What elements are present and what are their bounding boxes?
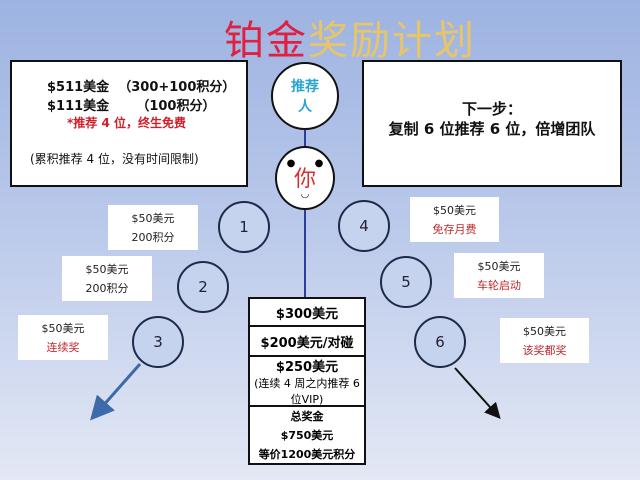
next-step-text: 复制 6 位推荐 6 位，倍增团队 [388, 120, 596, 138]
arrow-right [454, 367, 501, 419]
reward-label-5: $50美元车轮启动 [454, 253, 544, 298]
free-note: *推荐 4 位，终生免费 [67, 116, 186, 130]
bonus-row-3: $250美元(连续 4 周之内推荐 6 位VIP) [248, 355, 366, 407]
arrow-left [90, 363, 142, 421]
you-label: 你 [293, 166, 316, 192]
referrer-label: 推荐人 [291, 79, 319, 115]
bonus-stack: $300美元 $200美元/对碰 $250美元(连续 4 周之内推荐 6 位VI… [248, 297, 366, 465]
eyes-icon: ● ● [286, 157, 332, 169]
page-title: 铂金奖励计划 [224, 18, 476, 64]
reward-label-6: $50美元该奖都奖 [500, 318, 589, 363]
referrer-node: 推荐人 [271, 62, 339, 130]
node-1: 1 [218, 201, 270, 253]
node-5: 5 [380, 256, 432, 308]
bonus-row-2: $200美元/对碰 [248, 325, 366, 357]
node-6: 6 [414, 316, 466, 368]
next-step-title: 下一步： [461, 100, 522, 118]
smile-icon: ◡ [300, 188, 310, 200]
node-2: 2 [177, 261, 229, 313]
bonus-row-total: 总奖金$750美元等价1200美元积分 [248, 405, 366, 465]
price-line-1: $511美金 （300+100积分） [47, 80, 236, 95]
bonus-row-1: $300美元 [248, 297, 366, 327]
price-line-2: $111美金 （100积分） [47, 99, 216, 114]
you-node: ● ● 你 ◡ [275, 146, 335, 210]
cumulative-note: (累积推荐 4 位，没有时间限制) [30, 152, 199, 166]
left-info-box: $511美金 （300+100积分） $111美金 （100积分） *推荐 4 … [10, 60, 248, 187]
node-3: 3 [132, 316, 184, 368]
node-4: 4 [338, 200, 390, 252]
right-info-box: 下一步： 复制 6 位推荐 6 位，倍增团队 [362, 60, 622, 187]
reward-label-3: $50美元连续奖 [18, 315, 108, 360]
reward-label-4: $50美元免存月费 [410, 197, 499, 242]
